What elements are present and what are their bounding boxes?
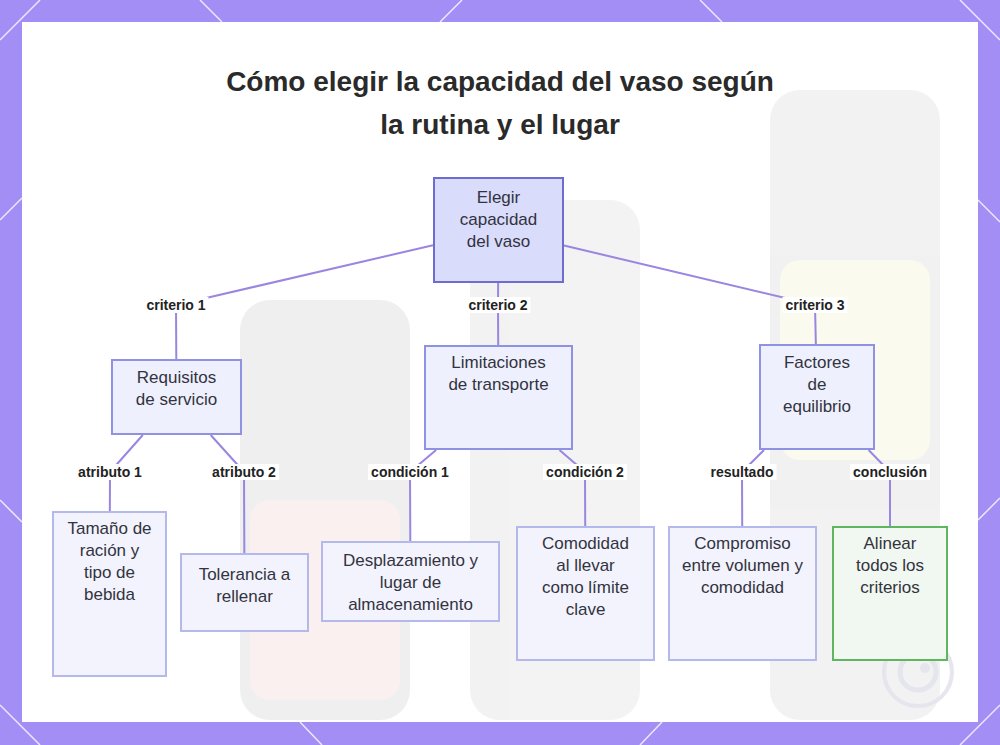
diagram-title: Cómo elegir la capacidad del vaso según … — [215, 60, 785, 146]
detail-box: Tamaño de ración y tipo de bebida — [52, 511, 167, 677]
detail-box: Desplazamiento y lugar de almacenamiento — [321, 541, 500, 622]
detail-box: Tolerancia a rellenar — [180, 553, 309, 632]
connector-line — [497, 283, 499, 345]
criterion-box: Limitaciones de transporte — [424, 345, 573, 450]
node-text: Elegir capacidad del vaso — [453, 187, 544, 253]
edge-label: resultado — [707, 464, 776, 480]
node-text: Factores de equilibrio — [773, 352, 861, 418]
edge-label: condición 2 — [543, 464, 627, 480]
node-text: Comodidad al llevar como límite clave — [534, 533, 637, 621]
criterion-box: Factores de equilibrio — [759, 344, 875, 450]
connector-line — [559, 450, 585, 526]
edge-label: atributo 1 — [75, 464, 145, 480]
edge-label: criterio 1 — [143, 297, 208, 313]
edge-label: criterio 3 — [782, 297, 847, 313]
node-text: Alinear todos los criterios — [842, 533, 938, 599]
criterion-box: Requisitos de servicio — [111, 359, 242, 435]
connector-line — [564, 246, 816, 344]
conclusion-box: Alinear todos los criterios — [832, 526, 948, 661]
white-panel — [22, 22, 978, 722]
edge-label: conclusión — [850, 464, 930, 480]
connector-line — [211, 435, 245, 553]
node-text: Requisitos de servicio — [127, 367, 226, 411]
connector-line — [176, 245, 433, 359]
detail-box: Comodidad al llevar como límite clave — [516, 526, 655, 661]
edge-label: condición 1 — [368, 464, 452, 480]
edge-label: criterio 2 — [465, 297, 530, 313]
node-text: Compromiso entre volumen y comodidad — [682, 533, 803, 599]
connector-line — [869, 450, 890, 526]
root-box: Elegir capacidad del vaso — [433, 177, 564, 283]
node-text: Desplazamiento y lugar de almacenamiento — [337, 550, 484, 616]
detail-box: Compromiso entre volumen y comodidad — [668, 526, 817, 661]
connector-line — [742, 450, 764, 526]
edge-label: atributo 2 — [209, 464, 279, 480]
node-text: Limitaciones de transporte — [442, 352, 555, 396]
node-text: Tamaño de ración y tipo de bebida — [64, 518, 155, 606]
node-text: Tolerancia a rellenar — [196, 564, 293, 608]
